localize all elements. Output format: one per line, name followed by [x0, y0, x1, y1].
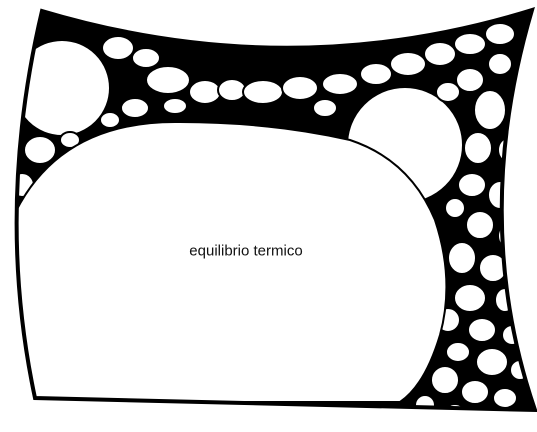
- bubble: [445, 198, 465, 218]
- bubble: [488, 53, 512, 75]
- bubble: [390, 52, 426, 76]
- bubble: [461, 380, 489, 404]
- bubble: [424, 42, 456, 66]
- bubble: [436, 82, 460, 102]
- bubble: [464, 132, 492, 164]
- bubble: [146, 66, 190, 94]
- bubble: [454, 33, 486, 55]
- bubble: [458, 173, 486, 197]
- bubble: [466, 211, 494, 239]
- bubble: [322, 73, 358, 95]
- bubble: [100, 112, 120, 128]
- bubble: [498, 138, 518, 162]
- bubble: [474, 90, 506, 130]
- bubble: [495, 288, 515, 312]
- main-region: [13, 122, 447, 402]
- bubble: [468, 318, 496, 342]
- bubble: [454, 284, 486, 312]
- bubble: [431, 366, 459, 394]
- bubble: [121, 98, 149, 118]
- bubble: [476, 348, 508, 376]
- bubble: [360, 63, 392, 85]
- bubble: [446, 342, 470, 362]
- bubble: [448, 242, 476, 274]
- bubble: [313, 99, 337, 117]
- equilibrium-label: equilibrio termico: [189, 243, 302, 260]
- bubble: [218, 79, 246, 101]
- bubble: [415, 395, 435, 415]
- bubble: [132, 48, 160, 68]
- bubble: [102, 36, 134, 60]
- bubble: [243, 80, 283, 104]
- bubble: [493, 388, 517, 408]
- bubble: [282, 76, 318, 100]
- bubble: [24, 136, 56, 164]
- bubble: [163, 98, 187, 114]
- bubble: [189, 80, 221, 104]
- bubble: [485, 23, 515, 45]
